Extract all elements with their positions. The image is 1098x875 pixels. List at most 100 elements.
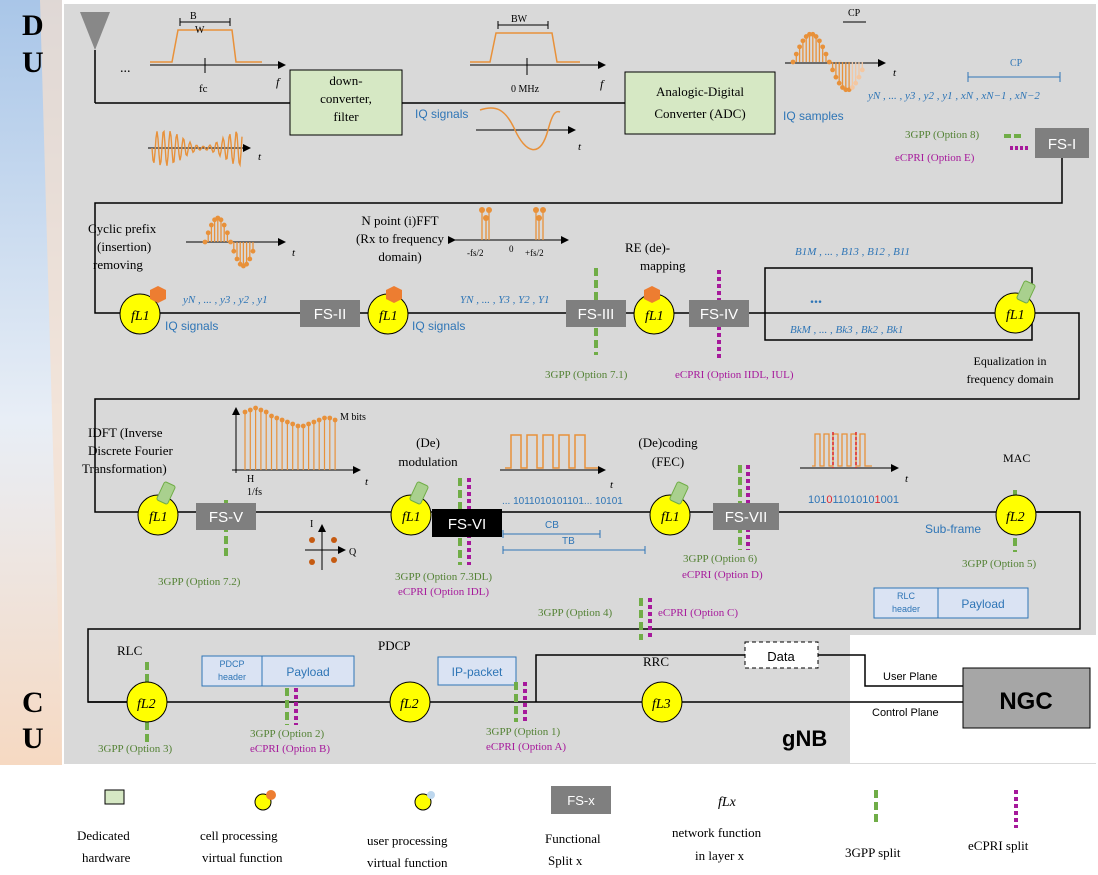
legend-3gpp-label: 3GPP split: [845, 845, 901, 860]
rlc-label: RLC: [117, 643, 142, 658]
rlc-payload-label: Payload: [961, 597, 1004, 611]
rlc-payload-box: [937, 587, 1029, 619]
t-axis-label-5: t: [365, 476, 369, 488]
svg-text:fL1: fL1: [661, 510, 680, 525]
idft-line1: IDFT (Inverse: [88, 425, 163, 440]
opt73-label: 3GPP (Option 7.3DL): [395, 571, 492, 583]
ellipsis-label: ...: [120, 61, 131, 76]
zero-mhz-label: 0 MHz: [511, 84, 540, 95]
freq-sequence: YN , ... , Y3 , Y2 , Y1: [460, 294, 550, 306]
legend-ecpri-label: eCPRI split: [968, 838, 1029, 853]
fl1-cell-circle-2: fL1: [367, 286, 409, 335]
one-over-fs-label: 1/fs: [247, 487, 262, 498]
svg-text:fL1: fL1: [1006, 308, 1025, 323]
t-axis-label-2: t: [578, 141, 582, 153]
mbits-label: M bits: [340, 412, 366, 423]
minus-fs-label: -fs/2: [467, 248, 484, 258]
optii-label: eCPRI (Option IIDL, IUL): [675, 369, 794, 381]
cp-sampled-signal: [202, 215, 256, 269]
svg-text:fL1: fL1: [645, 309, 664, 324]
data-label: Data: [767, 649, 795, 664]
iq-samples-label: IQ samples: [783, 109, 844, 123]
user-plane-label: User Plane: [883, 671, 937, 683]
fec-square-wave: [812, 433, 872, 467]
decoding-line2: (FEC): [652, 454, 685, 469]
ip-packet-box: [437, 656, 517, 686]
pdcp-label: PDCP: [378, 638, 411, 653]
ip-packet-label: IP-packet: [452, 665, 503, 679]
rlc-header-line2: header: [892, 604, 920, 614]
legend-fs-box-label: FS-x: [567, 793, 595, 808]
re-mapping-line2: mapping: [640, 258, 686, 273]
fft-line1: N point (i)FFT: [361, 213, 438, 228]
svg-text:fL3: fL3: [652, 697, 671, 712]
fs-i-label: FS-I: [1048, 136, 1076, 153]
t-axis-label-1: t: [258, 151, 262, 163]
time-sequence-2: yN , ... , y3 , y2 , y1: [182, 294, 268, 306]
sampled-signal: [790, 31, 865, 93]
opti-label: eCPRI (Option IDL): [398, 586, 489, 598]
cp-removing-line1: Cyclic prefix: [88, 221, 157, 236]
h-label: H: [247, 474, 254, 485]
fl1-cell-circle-3: fL1: [633, 286, 675, 335]
pdcp-header-line2: header: [218, 672, 246, 682]
fl3-circle-rrc: fL3: [641, 681, 683, 723]
rf-waveform: [151, 129, 243, 168]
du-letter-d: D: [22, 9, 44, 42]
opt71-label: 3GPP (Option 7.1): [545, 369, 628, 381]
idft-line2: Discrete Fourier: [88, 443, 174, 458]
opt72-label: 3GPP (Option 7.2): [158, 576, 241, 588]
zero-label: 0: [509, 244, 514, 254]
cu-letter-c: C: [22, 686, 44, 719]
ngc-label: NGC: [999, 688, 1052, 715]
legend-flx-symbol: fLx: [718, 795, 737, 810]
legend-flx-line2: in layer x: [695, 848, 745, 863]
fs-iv-label: FS-IV: [700, 306, 738, 323]
fs-ii-box: [300, 300, 360, 327]
square-wave: [505, 434, 598, 469]
pdcp-payload-label: Payload: [286, 665, 329, 679]
eq-line1: Equalization in: [974, 354, 1047, 368]
svg-text:fL1: fL1: [149, 510, 168, 525]
decoding-line1: (De)coding: [638, 435, 698, 450]
fs-vii-box: [713, 503, 779, 530]
adc-line2: Converter (ADC): [654, 106, 745, 121]
legend-user-line2: virtual function: [367, 855, 448, 870]
fc-label: fc: [199, 83, 208, 95]
bk-sequence: BkM , ... , Bk3 , Bk2 , Bk1: [790, 324, 903, 336]
f-axis-label-2: f: [600, 77, 605, 91]
frequency-stems: [479, 207, 546, 240]
svg-text:fL1: fL1: [402, 510, 421, 525]
t-axis-label-4: t: [292, 247, 296, 259]
rlc-header-line1: RLC: [897, 591, 916, 601]
fl1-user-circle-3: fL1: [390, 481, 432, 536]
demod-line1: (De): [416, 435, 440, 450]
fl1-user-circle-2: fL1: [137, 481, 179, 536]
fs-v-box: [196, 503, 256, 530]
antenna-icon: [80, 12, 110, 50]
rrc-label: RRC: [643, 654, 669, 669]
opte-label: eCPRI (Option E): [895, 152, 975, 164]
t-axis-label-3: t: [893, 67, 897, 79]
pdcp-header-box: [201, 655, 263, 687]
spectrum-w-label: W: [195, 25, 205, 36]
svg-text:fL1: fL1: [379, 309, 398, 324]
optc-label: eCPRI (Option C): [658, 607, 738, 619]
pdcp-payload-box: [261, 655, 355, 687]
down-converter-line1: down-: [329, 73, 362, 88]
optd-label: eCPRI (Option D): [682, 569, 763, 581]
ngc-box: [962, 667, 1091, 729]
adc-line1: Analogic-Digital: [656, 84, 744, 99]
bitstream-label: ... 1011010101101... 10101: [502, 496, 623, 507]
rlc-header-box: [873, 587, 939, 619]
opt1-label: 3GPP (Option 1): [486, 726, 560, 738]
fs-i-box: [1035, 128, 1089, 158]
cp-removing-line2: (insertion): [97, 239, 151, 254]
tb-label: TB: [562, 536, 575, 547]
spectrum-bw-label: BW: [511, 14, 528, 25]
fs-ii-label: FS-II: [314, 306, 347, 323]
opt3-label: 3GPP (Option 3): [98, 743, 172, 755]
du-letter-u: U: [22, 46, 44, 79]
